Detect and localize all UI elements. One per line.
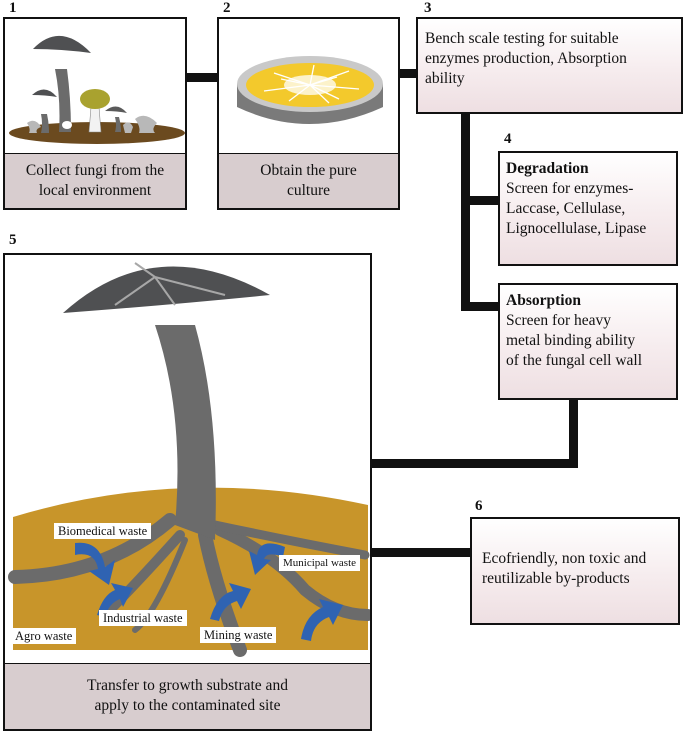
degradation-line3: Lignocellulase, Lipase <box>506 220 647 237</box>
step-3-line3: ability <box>425 70 465 87</box>
degradation-box: Degradation Screen for enzymes- Laccase,… <box>498 151 678 266</box>
connector-2-3 <box>398 69 418 78</box>
step-4-number: 4 <box>504 131 512 147</box>
step-3-line1: Bench scale testing for suitable <box>425 30 619 47</box>
step-1-caption-line1: Collect fungi from the <box>25 162 165 179</box>
connector-1-2 <box>186 73 218 82</box>
absorption-line3: of the fungal cell wall <box>506 352 643 369</box>
step-5-caption-line2: apply to the contaminated site <box>94 697 281 714</box>
step-2-caption-line1: Obtain the pure <box>260 162 357 179</box>
step-5-caption-line1: Transfer to growth substrate and <box>87 677 288 694</box>
biomedical-waste-label: Biomedical waste <box>54 523 152 539</box>
municipal-waste-label: Municipal waste <box>279 555 361 571</box>
bioremediation-illustration <box>8 262 370 657</box>
absorption-line1: Screen for heavy <box>506 312 612 329</box>
absorption-line2: metal binding ability <box>506 332 636 349</box>
step-1-caption-line2: local environment <box>38 182 152 199</box>
step-3-box: Bench scale testing for suitable enzymes… <box>416 17 683 114</box>
step-6-box: Ecofriendly, non toxic and reutilizable … <box>470 517 680 625</box>
degradation-line1: Screen for enzymes- <box>506 180 634 197</box>
step-3-number: 3 <box>424 0 432 16</box>
step-1-caption: Collect fungi from the local environment <box>5 153 185 208</box>
connector-5-6 <box>370 548 470 557</box>
step-5-caption: Transfer to growth substrate and apply t… <box>5 663 370 729</box>
connector-4-5-horizontal <box>370 459 578 468</box>
absorption-box: Absorption Screen for heavy metal bindin… <box>498 283 678 400</box>
degradation-line2: Laccase, Cellulase, <box>506 200 626 217</box>
petri-dish-illustration <box>237 56 383 124</box>
step-6-line1: Ecofriendly, non toxic and <box>482 550 647 567</box>
absorption-title: Absorption <box>506 292 581 309</box>
step-2-caption: Obtain the pure culture <box>219 153 398 208</box>
step-3-line2: enzymes production, Absorption <box>425 50 627 67</box>
fungi-illustration <box>9 35 185 144</box>
connector-3-4-vertical <box>461 114 470 310</box>
step-2-box: Obtain the pure culture <box>217 17 400 210</box>
step-1-box: Collect fungi from the local environment <box>3 17 187 210</box>
industrial-waste-label: Industrial waste <box>99 610 187 626</box>
degradation-text: Degradation Screen for enzymes- Laccase,… <box>506 159 646 239</box>
connector-4-5-vertical <box>569 399 578 467</box>
degradation-title: Degradation <box>506 160 589 177</box>
absorption-text: Absorption Screen for heavy metal bindin… <box>506 291 642 371</box>
step-6-number: 6 <box>475 498 483 514</box>
connector-4b <box>461 302 499 311</box>
step-5-number: 5 <box>9 232 17 248</box>
connector-4a <box>461 196 499 205</box>
step-3-text: Bench scale testing for suitable enzymes… <box>425 29 627 89</box>
step-1-number: 1 <box>9 0 17 16</box>
step-6-text: Ecofriendly, non toxic and reutilizable … <box>482 549 646 589</box>
step-2-number: 2 <box>223 0 231 16</box>
step-2-caption-line2: culture <box>286 182 331 199</box>
agro-waste-label: Agro waste <box>11 628 77 644</box>
mining-waste-label: Mining waste <box>200 627 277 643</box>
step-5-box: Biomedical waste Municipal waste Industr… <box>3 253 372 731</box>
step-6-line2: reutilizable by-products <box>482 570 630 587</box>
